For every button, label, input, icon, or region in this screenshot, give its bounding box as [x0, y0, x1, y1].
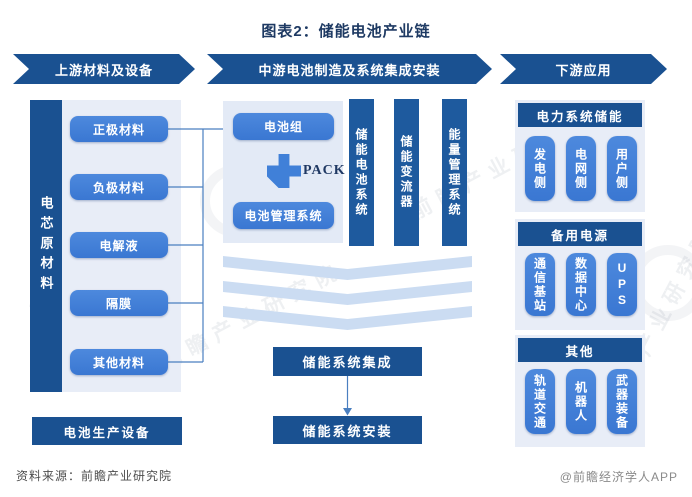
- app-item-user-side: 用户侧: [607, 136, 637, 201]
- app-item-data-center: 数据中心: [566, 253, 596, 316]
- material-box-anode: 负极材料: [70, 174, 168, 200]
- cell-raw-material-bar: 电芯原材料: [30, 100, 62, 392]
- app-item-telecom-base-station: 通信基站: [525, 253, 555, 316]
- material-box-cathode: 正极材料: [70, 116, 168, 142]
- system-installation-box: 储能系统安装: [273, 416, 422, 444]
- pack-label: PACK: [303, 163, 346, 178]
- app-item-grid-side: 电网侧: [566, 136, 596, 201]
- page-title: 图表2：储能电池产业链: [261, 23, 431, 40]
- flow-chevron-stripe: [223, 256, 472, 280]
- app-group-backup-header: 备用电源: [518, 222, 642, 246]
- app-group-other-header: 其他: [518, 338, 642, 362]
- battery-production-equipment-box: 电池生产设备: [32, 417, 182, 445]
- material-box-separator: 隔膜: [70, 290, 168, 316]
- system-integration-box: 储能系统集成: [273, 347, 422, 376]
- app-group-power-header: 电力系统储能: [518, 103, 642, 127]
- app-item-weapon-equipment: 武器装备: [607, 369, 637, 434]
- system-bar-ems: 能量管理系统: [442, 99, 467, 246]
- app-item-generation-side: 发电侧: [525, 136, 555, 201]
- bms-box: 电池管理系统: [233, 202, 334, 229]
- app-item-ups: UPS: [607, 253, 637, 316]
- material-box-electrolyte: 电解液: [70, 232, 168, 258]
- app-item-rail-transit: 轨道交通: [525, 369, 555, 434]
- material-box-other: 其他材料: [70, 349, 168, 375]
- source-note: 资料来源：前瞻产业研究院: [16, 469, 173, 483]
- banner-midstream: 中游电池制造及系统集成安装: [207, 54, 492, 84]
- banner-downstream: 下游应用: [500, 54, 667, 84]
- battery-pack-box: 电池组: [233, 113, 334, 140]
- credit-note: @前瞻经济学人APP: [559, 470, 678, 484]
- system-bar-converter: 储能变流器: [394, 99, 419, 246]
- banner-upstream: 上游材料及设备: [13, 54, 195, 84]
- system-bar-battery-system: 储能电池系统: [349, 99, 374, 246]
- app-item-robot: 机器人: [566, 369, 596, 434]
